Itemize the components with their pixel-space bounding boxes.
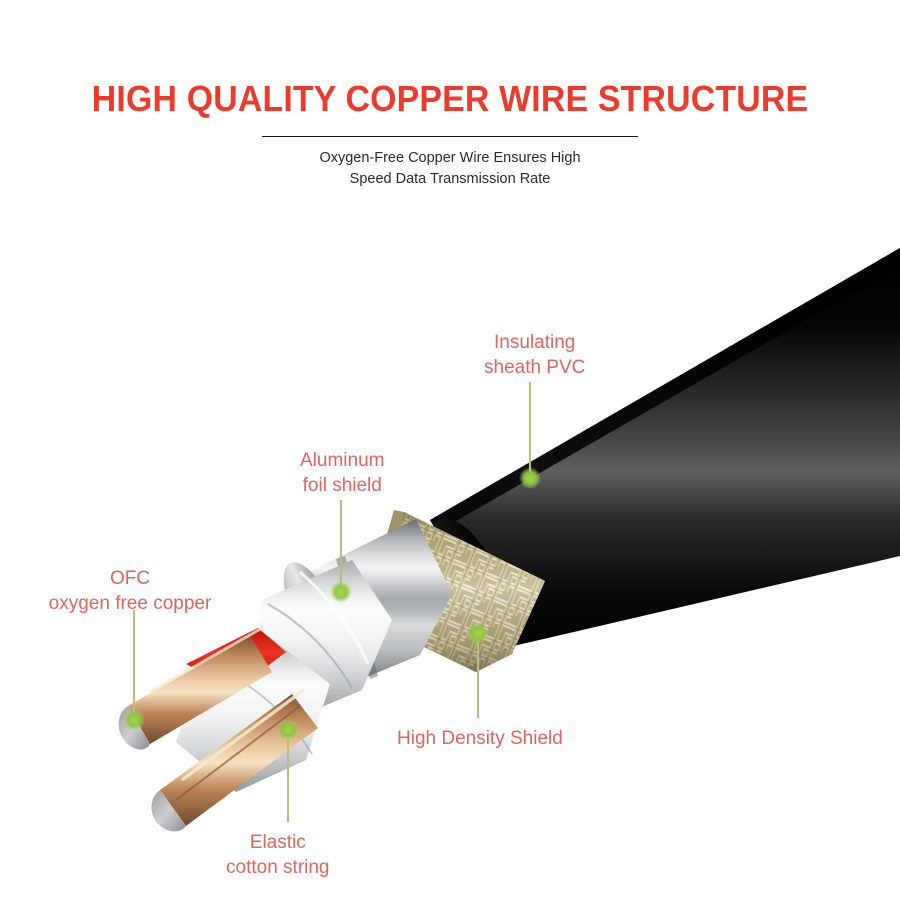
callout-leaders (132, 382, 532, 822)
page-title: HIGH QUALITY COPPER WIRE STRUCTURE (91, 78, 809, 119)
callout-aluminum-line-1: Aluminum (300, 450, 385, 471)
subtitle-line-1: Oxygen-Free Copper Wire Ensures High (319, 150, 581, 166)
callout-elastic-line-1: Elastic (249, 832, 306, 853)
copper-upper-body (128, 636, 272, 744)
sheath-tube (430, 248, 900, 648)
title-divider (262, 136, 638, 137)
callout-insulating-line-1: Insulating (494, 332, 576, 353)
copper-upper-highlight (149, 626, 263, 694)
callout-label-elastic-cotton-string: Elastic cotton string (226, 830, 330, 880)
marker-dot-aluminum (330, 581, 352, 603)
callout-ofc-line-1: OFC (109, 568, 151, 589)
subtitle: Oxygen-Free Copper Wire Ensures High Spe… (0, 148, 900, 190)
callout-insulating-line-2: sheath PVC (484, 357, 586, 378)
callout-label-ofc-oxygen-free-copper: OFC oxygen free copper (30, 566, 230, 616)
callout-markers (123, 467, 541, 741)
callout-label-insulating-sheath-pvc: Insulating sheath PVC (484, 330, 585, 380)
marker-dot-elastic (277, 719, 299, 741)
callout-label-aluminum-foil-shield: Aluminum foil shield (300, 448, 384, 498)
copper-lower-shadow (175, 705, 301, 801)
header: HIGH QUALITY COPPER WIRE STRUCTURE Oxyge… (0, 0, 900, 210)
marker-dot-ofc (123, 709, 145, 731)
callout-label-high-density-shield: High Density Shield (397, 726, 563, 751)
callout-ofc-line-2: oxygen free copper (48, 593, 212, 614)
subtitle-line-2: Speed Data Transmission Rate (349, 171, 551, 187)
callout-elastic-line-2: cotton string (226, 857, 330, 878)
marker-dot-high-density (467, 622, 489, 644)
copper-lower-highlight (180, 688, 306, 782)
cotton-crease-1 (267, 603, 353, 689)
callout-high-density-line-1: High Density Shield (397, 728, 563, 749)
sheath-top-edge (430, 248, 900, 532)
marker-dot-insulating (519, 467, 541, 489)
callout-aluminum-line-2: foil shield (302, 475, 382, 496)
cotton-highlight-1 (299, 570, 370, 665)
copper-lower-cut-face (151, 790, 186, 832)
